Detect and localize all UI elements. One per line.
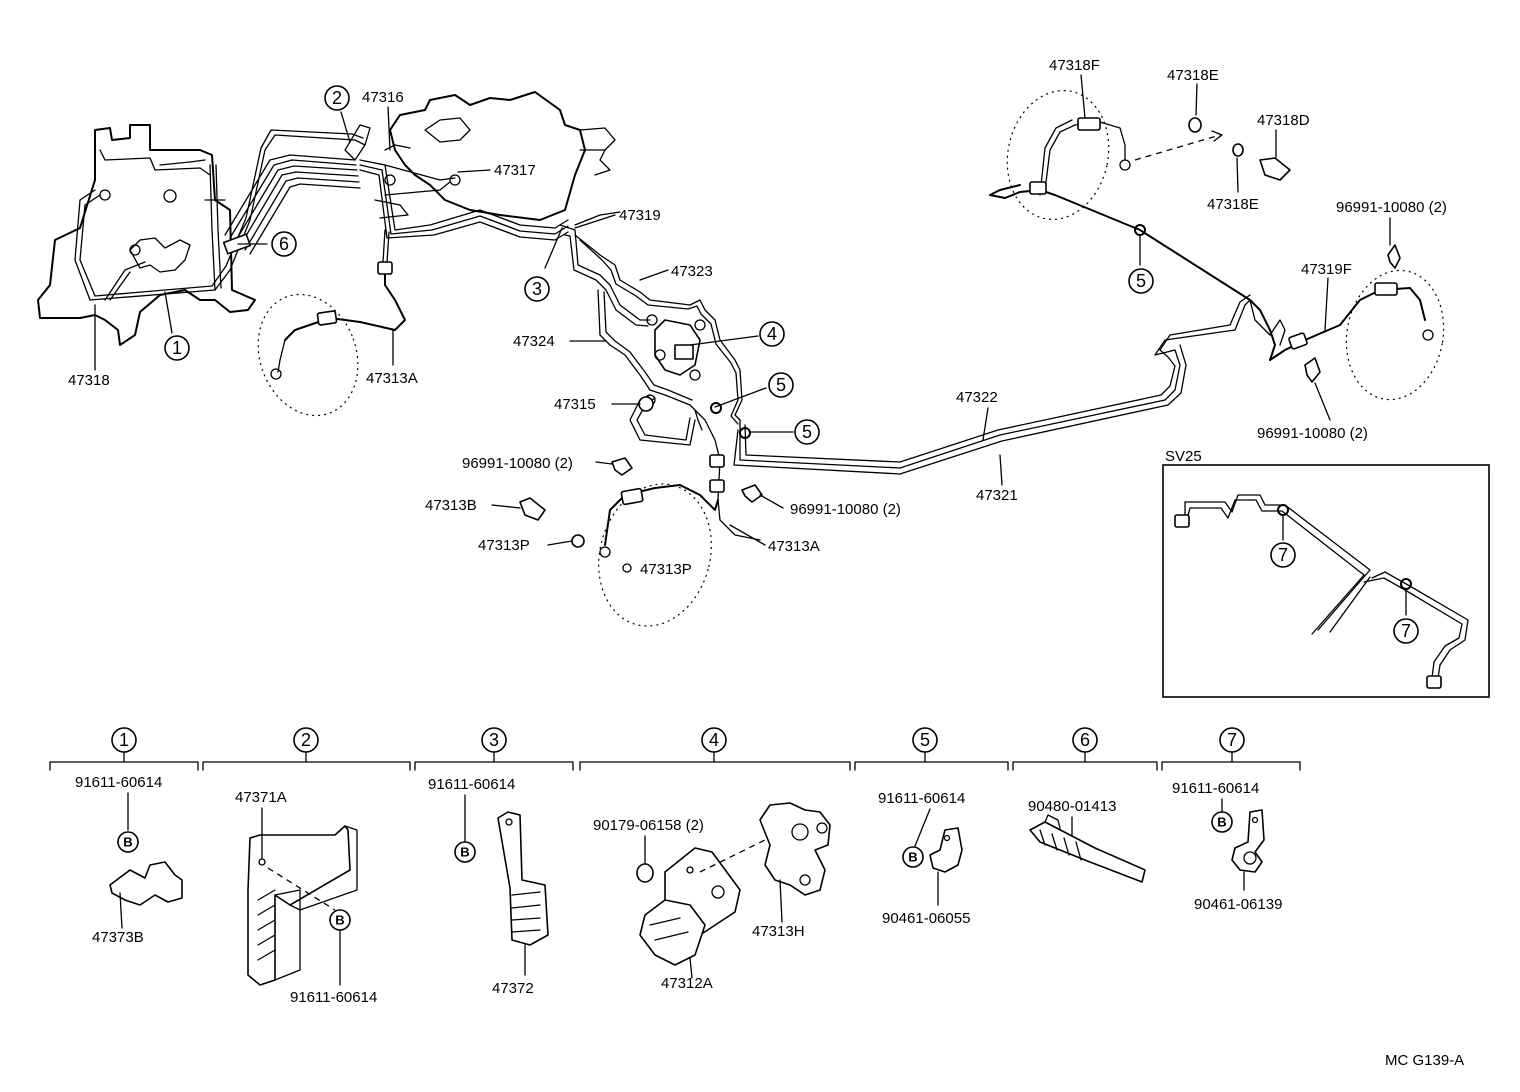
legend-5-part-90461: 90461-06055 — [882, 910, 970, 927]
label-47313A-mid: 47313A — [768, 538, 820, 555]
callout-3: 3 — [524, 276, 550, 302]
label-47319F: 47319F — [1301, 261, 1352, 278]
label-47323: 47323 — [671, 263, 713, 280]
legend-1-part-91611: 91611-60614 — [75, 774, 162, 791]
legend-3-part-47372: 47372 — [492, 980, 534, 997]
svg-text:B: B — [1217, 815, 1226, 830]
legend-7: 7 91611-60614 B 90461-06139 — [1161, 727, 1301, 913]
callout-2: 2 — [324, 85, 350, 111]
svg-text:7: 7 — [1278, 545, 1288, 565]
legend-row: 1 91611-60614 B 47373B 2 47371A B — [49, 727, 1301, 1006]
brake-booster — [389, 91, 616, 221]
svg-text:4: 4 — [767, 324, 777, 344]
sv25-inset: SV25 — [1162, 448, 1490, 698]
part-labels-upper: 47318 47316 47317 47313A 47319 47323 473… — [68, 57, 1447, 578]
label-47316: 47316 — [362, 89, 404, 106]
legend-3: 3 91611-60614 B 47372 — [414, 727, 574, 997]
callout-6: 6 — [271, 231, 297, 257]
svg-text:3: 3 — [489, 730, 499, 750]
rear-brake-lines — [519, 89, 1445, 548]
callouts-upper: 1 2 3 4 5 5 5 6 — [164, 85, 1419, 644]
legend-6: 6 90480-01413 — [1012, 727, 1158, 883]
legend-7-part-90461: 90461-06139 — [1194, 896, 1282, 913]
legend-1: 1 91611-60614 B 47373B — [49, 727, 199, 946]
legend-4: 4 90179-06158 (2) 47312A 47313H — [579, 727, 851, 992]
front-left-hose — [257, 261, 406, 417]
svg-text:5: 5 — [802, 422, 812, 442]
svg-text:1: 1 — [172, 338, 182, 358]
label-47313A-left: 47313A — [366, 370, 418, 387]
svg-text:B: B — [335, 913, 344, 928]
legend-2-part-91611: 91611-60614 — [290, 989, 377, 1006]
svg-text:1: 1 — [119, 730, 129, 750]
label-47313P-b: 47313P — [640, 561, 692, 578]
leader-lines — [94, 74, 1391, 546]
legend-4-part-47312A: 47312A — [661, 975, 713, 992]
label-47313B: 47313B — [425, 497, 477, 514]
callout-4: 4 — [759, 321, 785, 347]
center-pipes — [559, 211, 1251, 627]
label-47315: 47315 — [554, 396, 596, 413]
callout-5-a: 5 — [768, 372, 794, 398]
callout-7-b: 7 — [1393, 618, 1419, 644]
label-96991-b: 96991-10080 (2) — [790, 501, 901, 518]
label-96991-a: 96991-10080 (2) — [462, 455, 573, 472]
svg-text:2: 2 — [332, 88, 342, 108]
svg-text:B: B — [460, 845, 469, 860]
svg-text:2: 2 — [301, 730, 311, 750]
svg-text:6: 6 — [1080, 730, 1090, 750]
diagram-code: MC G139-A — [1385, 1052, 1464, 1069]
legend-1-part-47373B: 47373B — [92, 929, 144, 946]
legend-4-part-47313H: 47313H — [752, 923, 805, 940]
svg-text:7: 7 — [1227, 730, 1237, 750]
label-47318D: 47318D — [1257, 112, 1310, 129]
svg-text:B: B — [908, 850, 917, 865]
label-96991-c: 96991-10080 (2) — [1336, 199, 1447, 216]
label-47318F: 47318F — [1049, 57, 1100, 74]
legend-3-part-91611: 91611-60614 — [428, 776, 515, 793]
label-47318E-b: 47318E — [1207, 196, 1259, 213]
label-47317: 47317 — [494, 162, 536, 179]
legend-6-part-90480: 90480-01413 — [1028, 798, 1116, 815]
abs-actuator-assembly — [37, 124, 256, 346]
label-47313P-a: 47313P — [478, 537, 530, 554]
svg-text:4: 4 — [709, 730, 719, 750]
label-47322: 47322 — [956, 389, 998, 406]
svg-text:5: 5 — [920, 730, 930, 750]
callout-7-a: 7 — [1270, 542, 1296, 568]
callout-5-b: 5 — [794, 419, 820, 445]
svg-text:6: 6 — [279, 234, 289, 254]
legend-5-part-91611: 91611-60614 — [878, 790, 965, 807]
label-47324: 47324 — [513, 333, 555, 350]
callout-5-c: 5 — [1128, 268, 1154, 294]
svg-text:5: 5 — [776, 375, 786, 395]
callout-1: 1 — [164, 335, 190, 361]
pipe-bundle-front — [74, 124, 569, 301]
label-47318: 47318 — [68, 372, 110, 389]
legend-4-part-90179: 90179-06158 (2) — [593, 817, 704, 834]
svg-text:3: 3 — [532, 279, 542, 299]
svg-text:5: 5 — [1136, 271, 1146, 291]
sv25-label: SV25 — [1165, 448, 1202, 465]
label-47319: 47319 — [619, 207, 661, 224]
legend-2: 2 47371A B 91611-60614 — [202, 727, 411, 1006]
legend-2-part-47371A: 47371A — [235, 789, 287, 806]
label-96991-d: 96991-10080 (2) — [1257, 425, 1368, 442]
svg-text:7: 7 — [1401, 621, 1411, 641]
legend-7-part-91611: 91611-60614 — [1172, 780, 1259, 797]
label-47321: 47321 — [976, 487, 1018, 504]
legend-5: 5 91611-60614 B 90461-06055 — [854, 727, 1009, 927]
label-47318E-a: 47318E — [1167, 67, 1219, 84]
svg-text:B: B — [123, 835, 132, 850]
